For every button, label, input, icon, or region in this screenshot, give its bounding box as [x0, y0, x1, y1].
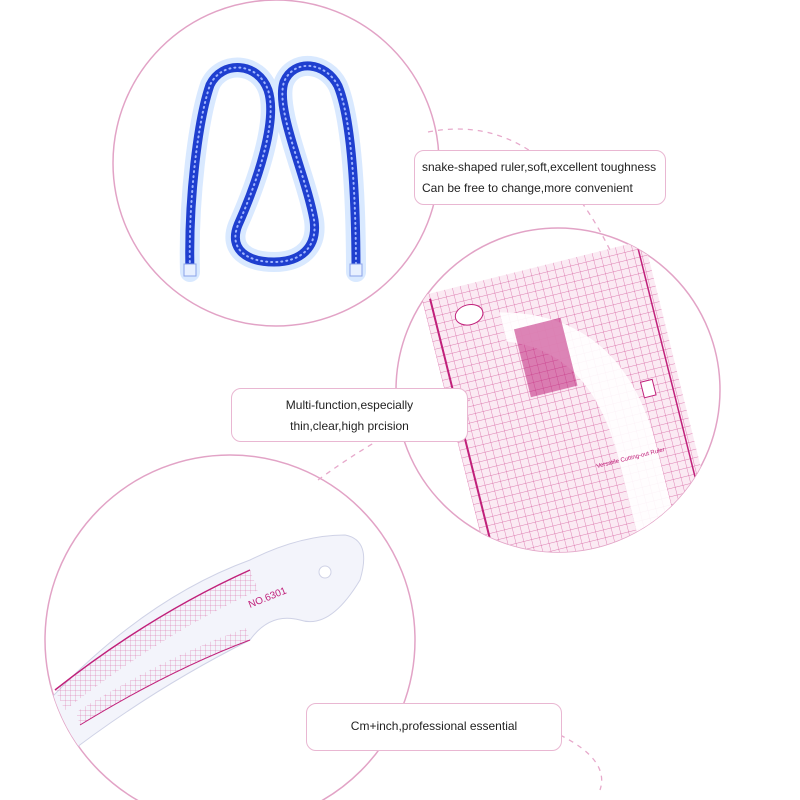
- pattern-ruler-photo: Versatile Cutting-out Ruler: [395, 227, 721, 553]
- cm-inch-line-1: Cm+inch,professional essential: [350, 719, 518, 733]
- multi-function-callout: Multi-function,especially thin,clear,hig…: [231, 388, 468, 442]
- multi-function-line-1: Multi-function,especially: [285, 398, 414, 412]
- snake-ruler-line-2: Can be free to change,more convenient: [422, 181, 633, 195]
- snake-ruler-callout: snake-shaped ruler,soft,excellent toughn…: [414, 150, 666, 205]
- snake-ruler-line-1: snake-shaped ruler,soft,excellent toughn…: [422, 160, 657, 174]
- cm-inch-callout: Cm+inch,professional essential: [306, 703, 562, 751]
- multi-function-line-2: thin,clear,high prcision: [290, 419, 409, 433]
- snake-ruler-photo: [112, 0, 440, 327]
